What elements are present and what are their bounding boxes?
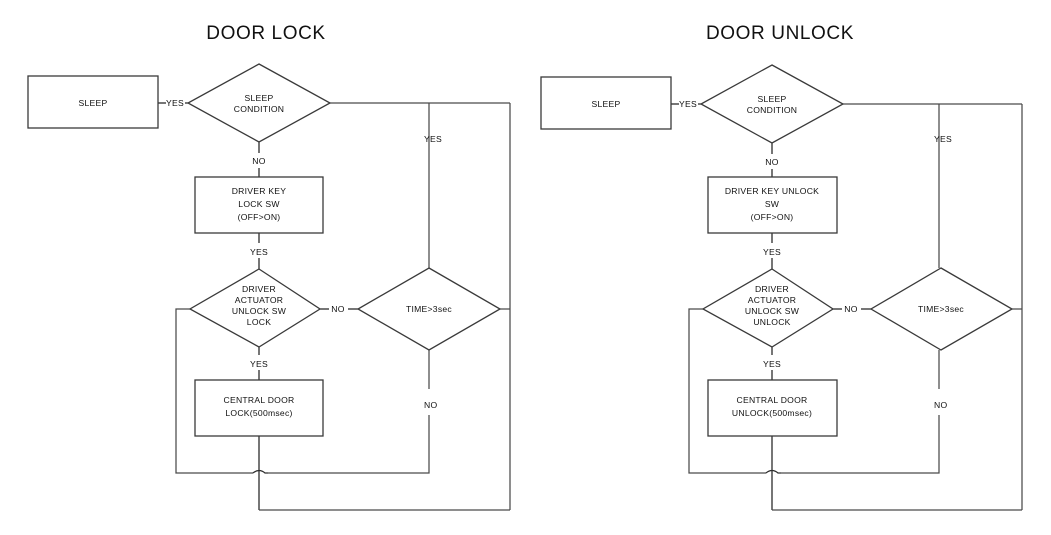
node-u-driver-actuator-label-4: UNLOCK	[753, 317, 790, 327]
edge-label-actuator-no: NO	[331, 304, 344, 314]
edge-label-timer-yes: YES	[424, 134, 442, 144]
edge-label-u-actuator-no: NO	[844, 304, 857, 314]
line-hop-marker-unlock	[765, 469, 781, 474]
edge-label-u-sleep-no: NO	[765, 157, 778, 167]
node-sleep-label: SLEEP	[79, 98, 108, 108]
edge-label-key-yes: YES	[250, 247, 268, 257]
node-u-sleep-condition-label-1: SLEEP	[758, 94, 787, 104]
node-u-central-door-label-2: UNLOCK(500msec)	[732, 408, 812, 418]
edge-actuator-left-loop	[175, 308, 253, 474]
node-driver-actuator-label-4: LOCK	[247, 317, 271, 327]
edge-label-sleep-yes: YES	[166, 98, 184, 108]
node-central-door-label-2: LOCK(500msec)	[225, 408, 292, 418]
edge-label-u-actuator-yes: YES	[763, 359, 781, 369]
node-u-timer-label: TIME>3sec	[918, 304, 964, 314]
node-u-timer-diamond[interactable]	[869, 267, 1014, 351]
node-u-sleep-box[interactable]	[540, 76, 672, 130]
line-hop-marker	[252, 469, 268, 474]
door-lock-title: DOOR LOCK	[206, 23, 325, 44]
node-sleep-condition-label-1: SLEEP	[245, 93, 274, 103]
node-u-central-door-label-1: CENTRAL DOOR	[737, 395, 808, 405]
node-timer-diamond[interactable]	[356, 267, 502, 351]
node-driver-actuator-label-1: DRIVER	[242, 284, 276, 294]
node-u-central-door-box[interactable]	[707, 379, 838, 437]
node-u-driver-actuator-diamond[interactable]	[701, 268, 835, 348]
door-unlock-title: DOOR UNLOCK	[706, 23, 854, 44]
node-driver-key-sw-label-2: LOCK SW	[238, 199, 280, 209]
node-u-sleep-condition-diamond[interactable]	[699, 64, 845, 144]
node-driver-key-sw-box[interactable]	[194, 176, 324, 234]
node-u-driver-actuator-label-2: ACTUATOR	[748, 295, 796, 305]
node-u-sleep-label: SLEEP	[592, 99, 621, 109]
node-u-driver-actuator-label-1: DRIVER	[755, 284, 789, 294]
node-sleep-box[interactable]	[27, 75, 159, 129]
edge-label-timer-no: NO	[424, 400, 437, 410]
node-u-driver-key-sw-label-3: (OFF>ON)	[751, 212, 794, 222]
node-sleep-condition-label-2: CONDITION	[234, 104, 284, 114]
edge-u-timer-no-to-bottom	[781, 415, 940, 474]
node-u-driver-key-sw-box[interactable]	[707, 176, 838, 234]
edge-label-u-timer-no: NO	[934, 400, 947, 410]
node-timer-label: TIME>3sec	[406, 304, 452, 314]
edge-label-sleep-no: NO	[252, 156, 265, 166]
node-driver-actuator-label-3: UNLOCK SW	[232, 306, 287, 316]
node-u-sleep-condition-label-2: CONDITION	[747, 105, 797, 115]
edge-label-u-sleep-yes: YES	[679, 99, 697, 109]
node-driver-actuator-label-2: ACTUATOR	[235, 295, 283, 305]
node-u-driver-actuator-label-3: UNLOCK SW	[745, 306, 800, 316]
edge-label-u-timer-yes: YES	[934, 134, 952, 144]
edge-label-u-key-yes: YES	[763, 247, 781, 257]
node-driver-key-sw-label-3: (OFF>ON)	[238, 212, 281, 222]
node-driver-key-sw-label-1: DRIVER KEY	[232, 186, 287, 196]
node-u-driver-key-sw-label-1: DRIVER KEY UNLOCK	[725, 186, 819, 196]
edge-u-actuator-left-loop	[688, 308, 766, 474]
node-u-driver-key-sw-label-2: SW	[765, 199, 780, 209]
edge-label-actuator-yes: YES	[250, 359, 268, 369]
node-central-door-box[interactable]	[194, 379, 324, 437]
node-sleep-condition-diamond[interactable]	[186, 63, 332, 143]
edge-timer-no-to-bottom	[268, 415, 430, 474]
node-driver-actuator-diamond[interactable]	[188, 268, 322, 348]
node-central-door-label-1: CENTRAL DOOR	[224, 395, 295, 405]
